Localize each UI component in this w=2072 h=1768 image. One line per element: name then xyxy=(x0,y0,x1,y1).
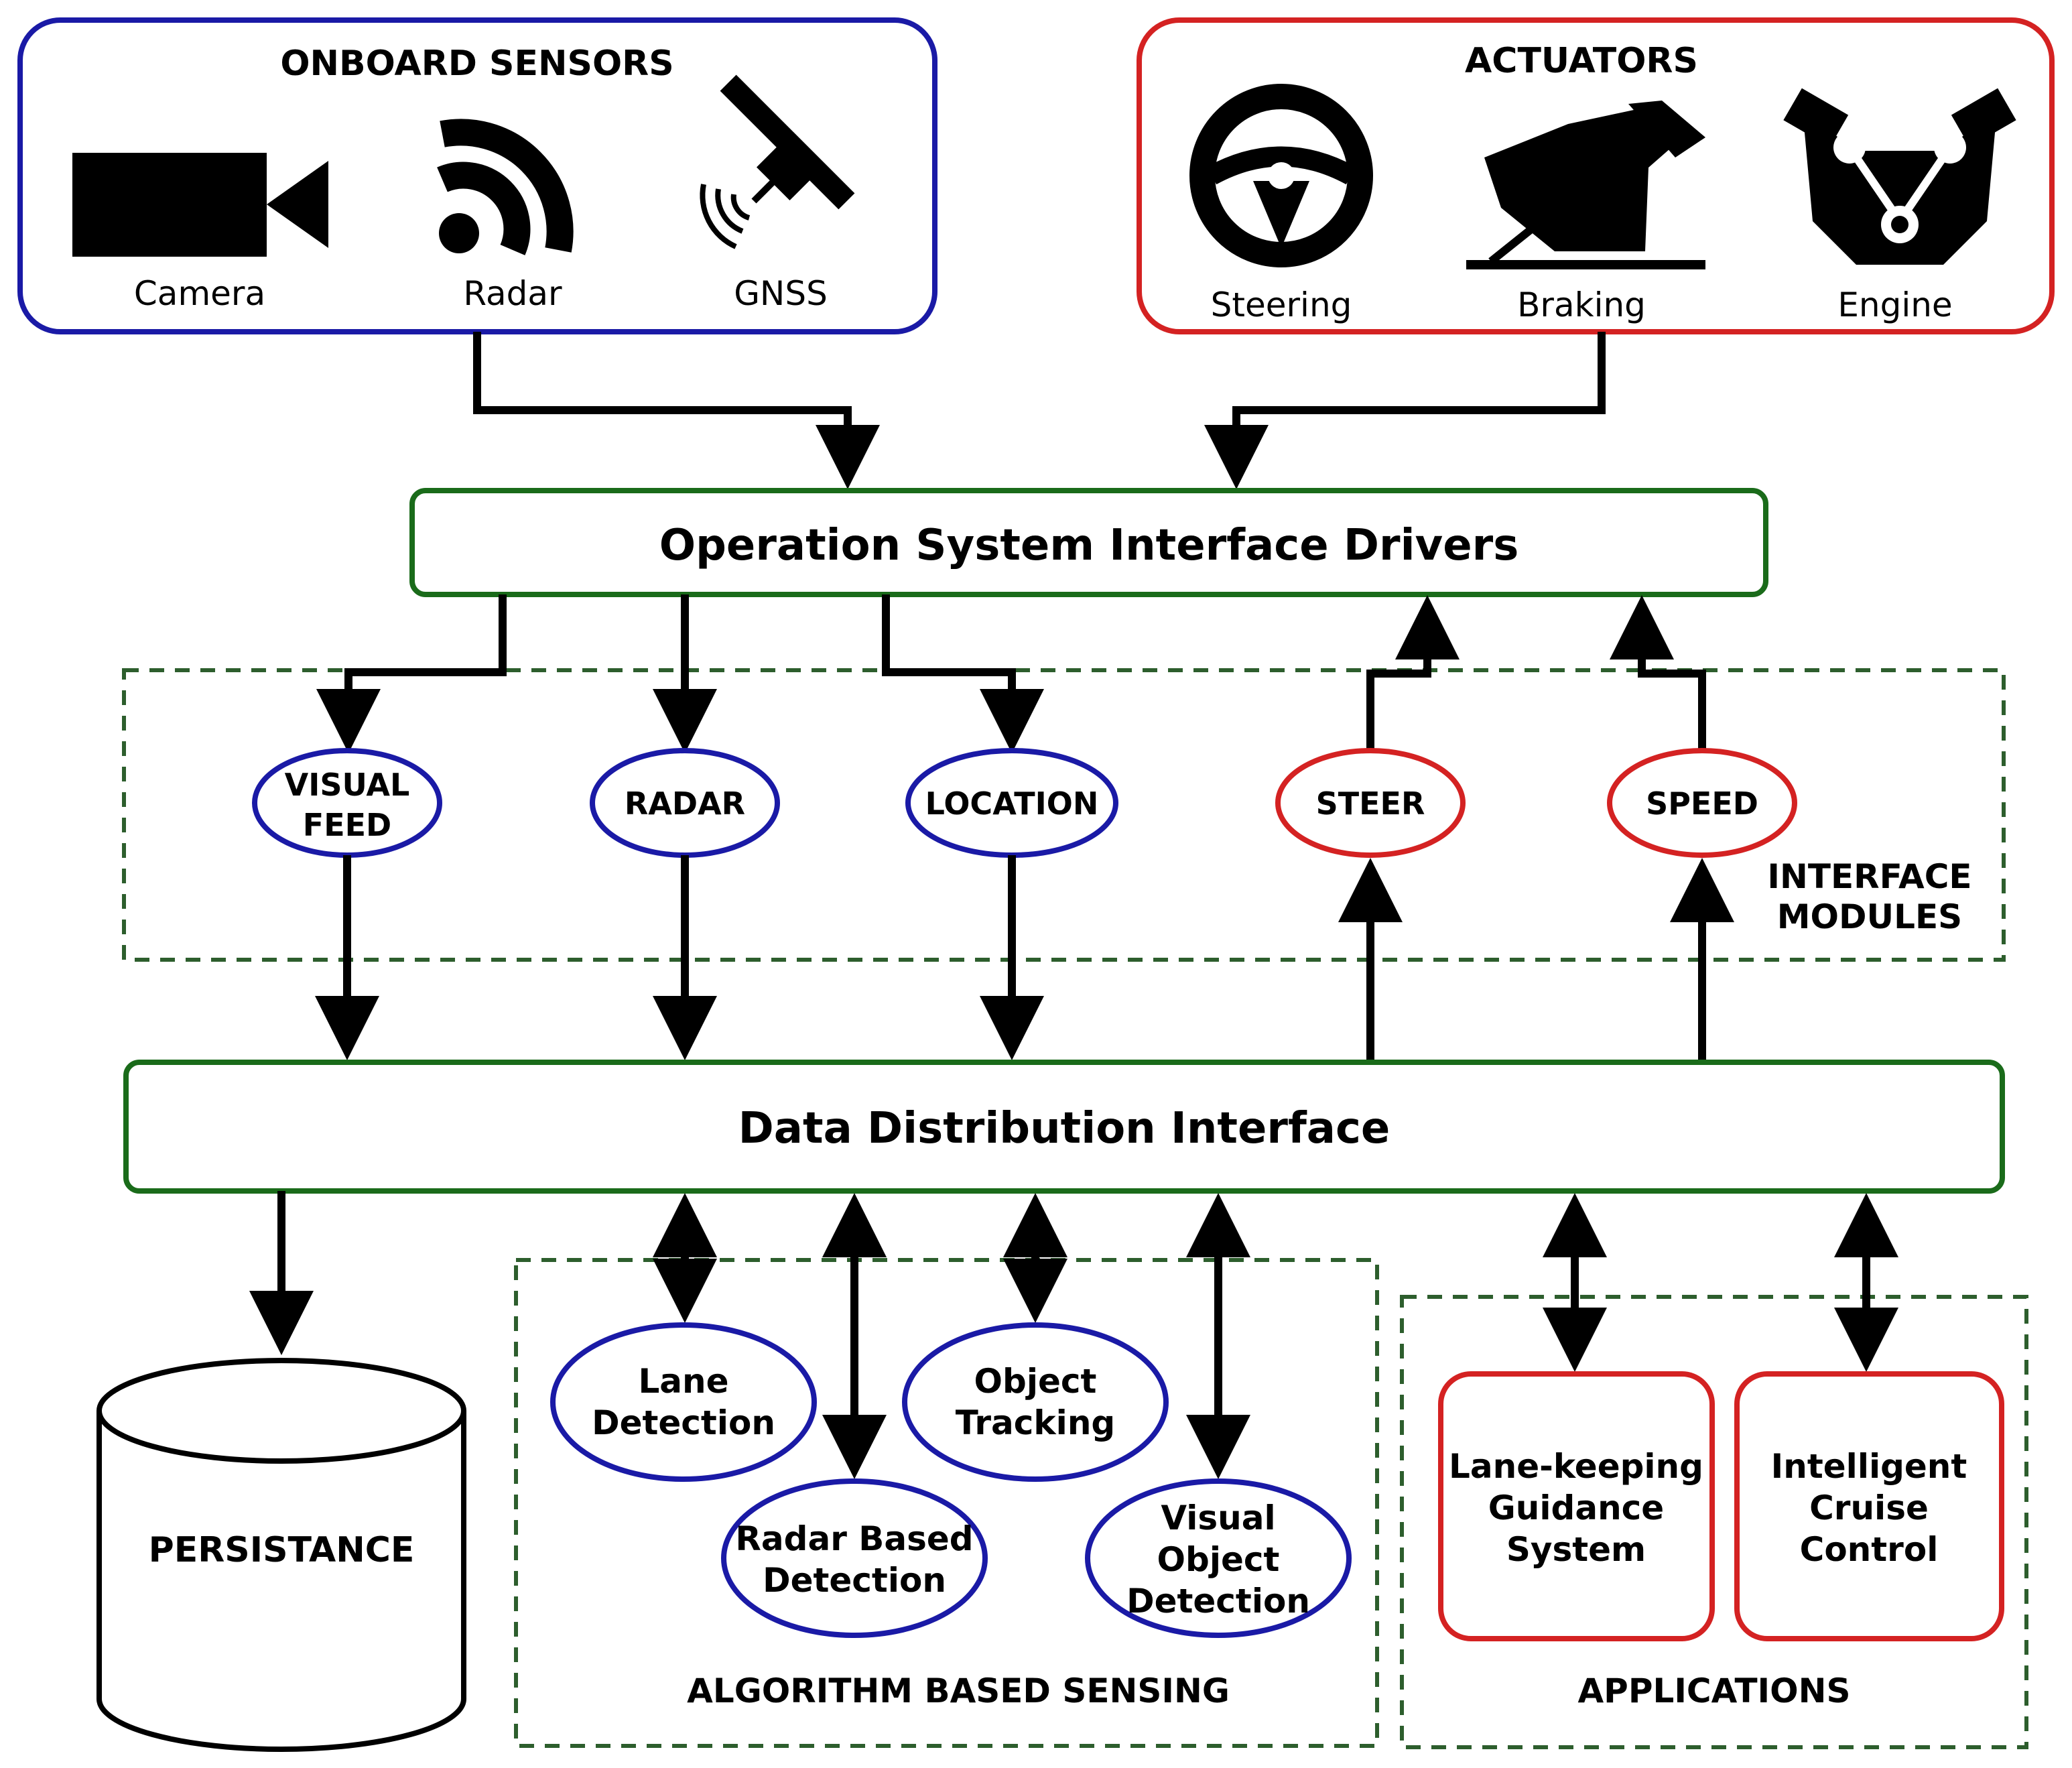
algo-object-tracking-line1: Object xyxy=(974,1362,1097,1401)
steering-wheel-icon xyxy=(1189,84,1373,267)
algo-object-tracking: Object Tracking xyxy=(902,1322,1169,1482)
applications-connectors xyxy=(1543,1193,1898,1372)
sensor-label-radar: Radar xyxy=(463,274,562,313)
os-drivers-box xyxy=(409,488,1768,597)
applications-title: APPLICATIONS xyxy=(1577,1671,1850,1710)
interface-modules-title-line2: MODULES xyxy=(1777,897,1962,936)
persistence-store: PERSISTANCE xyxy=(96,1358,466,1752)
app-cruise-control-line3: Control xyxy=(1800,1530,1939,1569)
speed-to-os-arrow xyxy=(1610,595,1706,749)
module-steer-label: STEER xyxy=(1316,785,1425,822)
radar-icon xyxy=(437,119,574,255)
sensor-label-camera: Camera xyxy=(134,274,265,313)
app-intelligent-cruise-control: Intelligent Cruise Control xyxy=(1734,1371,2004,1641)
app-lane-keeping: Lane-keeping Guidance System xyxy=(1438,1371,1715,1641)
algo-visual-object-detection: Visual Object Detection xyxy=(1085,1478,1352,1638)
steer-to-os-arrow xyxy=(1366,595,1460,749)
algo-lane-detection-line2: Detection xyxy=(592,1403,775,1442)
module-visual-feed-line1: VISUAL xyxy=(285,767,410,803)
algo-radar-detection-line1: Radar Based xyxy=(735,1519,973,1558)
ddi-label: Data Distribution Interface xyxy=(738,1104,1390,1153)
app-lane-keeping-line1: Lane-keeping xyxy=(1449,1447,1703,1486)
algo-visual-object-line1: Visual xyxy=(1161,1499,1275,1537)
ddi-box xyxy=(123,1060,2005,1194)
module-speed-label: SPEED xyxy=(1646,785,1758,822)
module-visual-feed-line2: FEED xyxy=(303,807,391,843)
engine-icon xyxy=(1783,88,2016,265)
algo-visual-object-line2: Object xyxy=(1157,1540,1280,1579)
module-visual-feed: VISUAL FEED xyxy=(252,748,442,858)
satellite-icon xyxy=(700,74,855,249)
module-steer: STEER xyxy=(1275,748,1466,858)
algo-lane-detection-line1: Lane xyxy=(638,1362,728,1401)
interface-modules-region xyxy=(122,668,2006,962)
os-to-location-arrow xyxy=(882,594,1044,753)
onboard-sensors-title: ONBOARD SENSORS xyxy=(280,44,673,84)
actuator-label-engine: Engine xyxy=(1837,286,1952,324)
algo-object-tracking-line2: Tracking xyxy=(956,1403,1115,1442)
os-to-visual-feed-arrow xyxy=(316,594,507,753)
sensors-to-os-arrow xyxy=(473,332,880,489)
algorithm-sensing-region xyxy=(514,1258,1379,1748)
algo-radar-detection-line2: Detection xyxy=(763,1561,946,1600)
algo-visual-object-line3: Detection xyxy=(1126,1582,1310,1621)
module-radar-label: RADAR xyxy=(625,785,745,822)
algorithm-sensing-title: ALGORITHM BASED SENSING xyxy=(687,1671,1230,1710)
sensor-label-gnss: GNSS xyxy=(734,274,828,313)
top-connectors xyxy=(473,332,1606,489)
applications-region xyxy=(1400,1295,2028,1749)
actuator-label-braking: Braking xyxy=(1517,286,1646,324)
actuators-to-os-arrow xyxy=(1204,332,1606,489)
app-lane-keeping-line2: Guidance xyxy=(1488,1489,1664,1527)
algo-radar-based-detection: Radar Based Detection xyxy=(721,1478,988,1638)
brake-pedal-icon xyxy=(1466,101,1705,269)
module-location: LOCATION xyxy=(905,748,1118,858)
module-speed: SPEED xyxy=(1607,748,1797,858)
algorithm-connectors xyxy=(653,1193,1250,1479)
modules-to-ddi-connectors xyxy=(315,855,1734,1062)
actuator-label-steering: Steering xyxy=(1211,286,1352,324)
os-drivers-label: Operation System Interface Drivers xyxy=(659,521,1519,570)
actuators-title: ACTUATORS xyxy=(1465,41,1698,81)
algo-lane-detection: Lane Detection xyxy=(550,1322,817,1482)
interface-modules-title-line1: INTERFACE xyxy=(1767,857,1971,896)
onboard-sensors-group: ONBOARD SENSORS Camera Radar GNSS xyxy=(17,17,937,334)
app-lane-keeping-line3: System xyxy=(1506,1530,1646,1569)
actuators-group: ACTUATORS Steering Braking Engine xyxy=(1137,17,2055,334)
camera-icon xyxy=(72,153,328,257)
module-radar: RADAR xyxy=(590,748,780,858)
persistence-label: PERSISTANCE xyxy=(149,1530,415,1570)
module-location-label: LOCATION xyxy=(925,785,1099,822)
app-cruise-control-line2: Cruise xyxy=(1809,1489,1929,1527)
app-cruise-control-line1: Intelligent xyxy=(1771,1447,1967,1486)
os-to-modules-connectors xyxy=(316,594,1706,753)
